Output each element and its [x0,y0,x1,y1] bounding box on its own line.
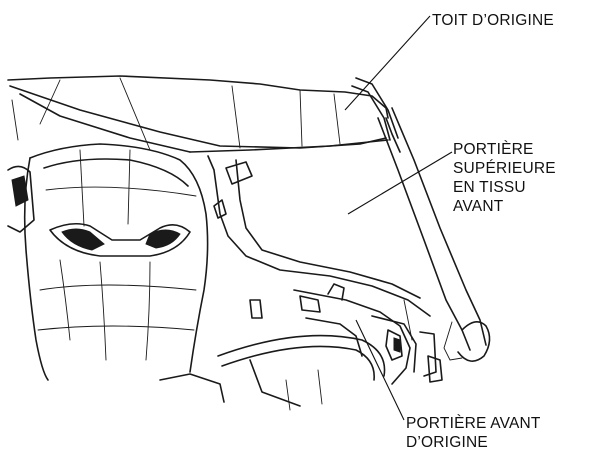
roof-panel [7,75,399,153]
label-fabric-line-4: AVANT [453,198,504,215]
leader-roof [344,15,431,111]
label-fabric-line-3: EN TISSU [453,179,526,196]
steering-wheel [159,334,386,407]
door-hardware [249,283,443,411]
label-front-line-1: PORTIÈRE AVANT [406,415,541,432]
label-original-front-door: PORTIÈRE AVANT D’ORIGINE [406,414,541,452]
label-fabric-line-1: PORTIÈRE [453,141,534,158]
leader-front-door [355,319,405,421]
leader-lines [344,15,453,421]
roll-bar [377,107,491,362]
leader-fabric-door [347,151,453,215]
label-original-roof: TOIT D’ORIGINE [432,11,554,30]
label-front-line-2: D’ORIGINE [406,434,488,451]
label-fabric-upper-front-door: PORTIÈRE SUPÉRIEURE EN TISSU AVANT [453,140,556,216]
label-roof-line-1: TOIT D’ORIGINE [432,12,554,29]
label-fabric-line-2: SUPÉRIEURE [453,160,556,177]
door-frame [207,155,431,317]
seat [7,143,209,381]
